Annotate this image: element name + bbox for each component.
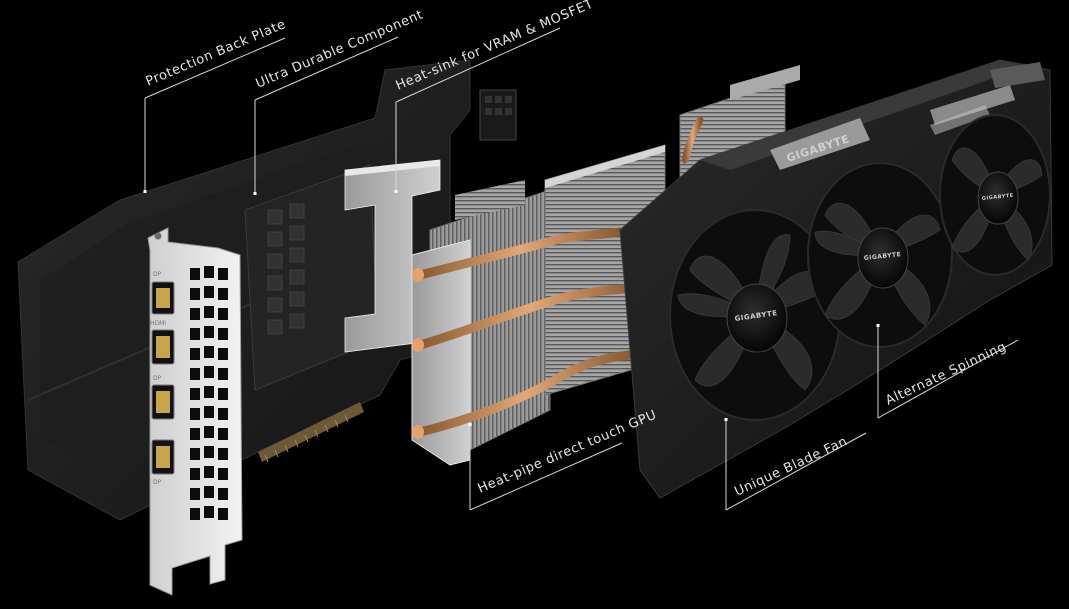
port-label-hdmi: HDMI [150, 320, 166, 327]
hdmi-port: HDMI [150, 320, 175, 365]
fan-1 [669, 209, 841, 421]
display-port-mid: DP [151, 375, 175, 420]
display-port-top: DP [151, 271, 175, 315]
display-port-bottom: DP [151, 439, 175, 486]
fan-2-brand-label: GIGABYTE [863, 251, 901, 262]
port-label-dp-mid: DP [153, 375, 162, 382]
callout-heatsink-vram-text: Heat-sink for VRAM & MOSFET [394, 0, 596, 94]
io-bracket: DP HDMI DP DP [147, 227, 243, 596]
power-connector [479, 89, 517, 141]
fan-3-brand-label: GIGABYTE [982, 193, 1014, 202]
copper-heat-pipes [412, 116, 704, 439]
fan-3 [939, 114, 1051, 276]
port-label-dp-top: DP [153, 271, 162, 278]
port-label-dp-bottom: DP [153, 479, 162, 486]
fan-2 [807, 162, 953, 348]
